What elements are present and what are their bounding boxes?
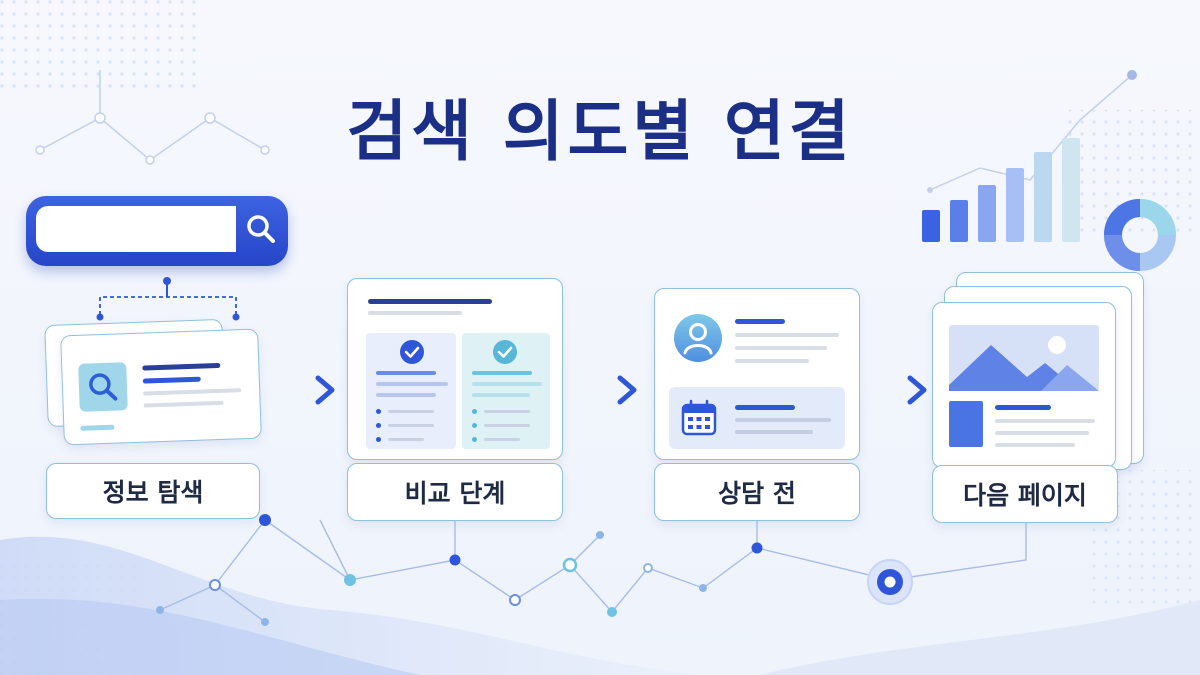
calendar-icon bbox=[681, 399, 717, 436]
arrow-right-icon bbox=[265, 375, 335, 405]
list-bullet bbox=[472, 423, 477, 428]
image-landscape-icon bbox=[949, 325, 1099, 391]
user-avatar-icon bbox=[674, 314, 722, 362]
step-label-info-search: 정보 탐색 bbox=[46, 463, 260, 519]
comparison-panel-left bbox=[366, 333, 456, 449]
search-connector bbox=[96, 277, 240, 321]
step-label-text: 상담 전 bbox=[718, 479, 796, 508]
text-line bbox=[735, 359, 809, 363]
text-line bbox=[995, 405, 1051, 410]
list-bullet bbox=[376, 437, 381, 442]
arrow-right-icon bbox=[567, 375, 637, 405]
consultation-card bbox=[654, 288, 860, 460]
next-page-card bbox=[932, 302, 1116, 468]
text-line bbox=[484, 424, 530, 427]
search-button[interactable] bbox=[240, 206, 280, 252]
search-bar[interactable] bbox=[26, 196, 288, 266]
page-title: 검색 의도별 연결 bbox=[346, 93, 854, 170]
step-label-consultation: 상담 전 bbox=[654, 463, 860, 521]
checkmark-icon bbox=[400, 340, 424, 364]
text-line bbox=[735, 405, 795, 410]
text-line bbox=[735, 346, 827, 350]
step-label-text: 다음 페이지 bbox=[963, 481, 1087, 510]
search-icon bbox=[247, 215, 275, 243]
step-label-text: 정보 탐색 bbox=[102, 478, 204, 507]
text-line bbox=[376, 382, 448, 386]
text-line bbox=[995, 443, 1075, 447]
text-line bbox=[472, 371, 532, 375]
text-line bbox=[735, 418, 831, 422]
text-line bbox=[735, 333, 839, 337]
text-line bbox=[735, 319, 785, 324]
bar-chart-decoration bbox=[922, 138, 1080, 242]
comparison-card bbox=[347, 278, 563, 460]
schedule-panel bbox=[669, 387, 845, 449]
donut-chart-decoration bbox=[1104, 199, 1176, 271]
step-label-text: 비교 단계 bbox=[404, 479, 506, 508]
text-line bbox=[484, 438, 520, 441]
text-line bbox=[995, 419, 1095, 423]
target-node-icon bbox=[867, 559, 913, 605]
text-line bbox=[735, 430, 813, 434]
magnifier-icon bbox=[78, 362, 128, 412]
list-bullet bbox=[376, 409, 381, 414]
text-line bbox=[388, 410, 434, 413]
image-thumbnail bbox=[949, 401, 983, 447]
text-line bbox=[388, 438, 424, 441]
text-line bbox=[472, 393, 530, 397]
checkmark-icon bbox=[493, 340, 517, 364]
text-line bbox=[388, 424, 434, 427]
step-label-comparison: 비교 단계 bbox=[347, 463, 563, 521]
text-line bbox=[368, 299, 492, 304]
list-bullet bbox=[376, 423, 381, 428]
step-label-next-page: 다음 페이지 bbox=[932, 465, 1118, 523]
text-line bbox=[472, 382, 542, 386]
text-line bbox=[376, 393, 436, 397]
text-line bbox=[376, 371, 436, 375]
list-bullet bbox=[472, 409, 477, 414]
comparison-panel-right bbox=[462, 333, 550, 449]
arrow-right-icon bbox=[861, 375, 927, 405]
text-line bbox=[995, 431, 1089, 435]
text-line bbox=[368, 311, 462, 315]
text-line bbox=[484, 410, 530, 413]
search-input[interactable] bbox=[36, 206, 236, 252]
info-search-card bbox=[60, 328, 262, 446]
list-bullet bbox=[472, 437, 477, 442]
